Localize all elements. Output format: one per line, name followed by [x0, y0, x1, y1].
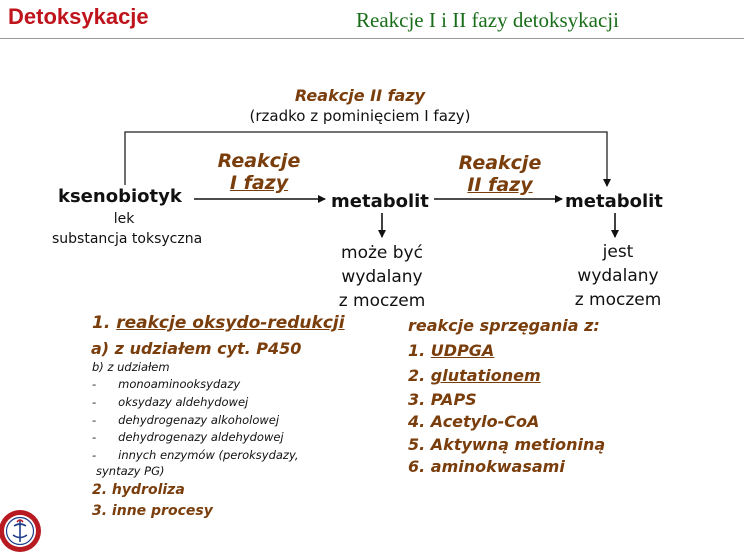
xenobiotic-sub-drug: lek — [113, 211, 135, 227]
phase2-top-label: Reakcje II fazy — [294, 86, 426, 105]
phase1-list-a: a) z udziałem cyt. P450 — [91, 339, 302, 358]
list-item: 5. Aktywną metioniną — [408, 435, 606, 454]
outcome-2: jest wydalany z moczem — [574, 242, 662, 310]
list-item: 2. glutationem — [408, 366, 541, 385]
phase1-label: Reakcje I fazy — [217, 150, 301, 194]
page-title: Detoksykacje — [8, 4, 149, 29]
list-item-continuation: syntazy PG) — [96, 464, 165, 478]
outcome-1: może być wydalany z moczem — [338, 243, 426, 311]
list-item: -monoaminooksydazy — [92, 377, 241, 391]
list-item: 1. UDPGA — [408, 341, 495, 360]
list-item: -oksydazy aldehydowej — [92, 395, 249, 409]
xenobiotic-node: ksenobiotyk — [58, 186, 182, 207]
metabolite-node-1: metabolit — [331, 191, 429, 212]
list-item: -dehydrogenazy aldehydowej — [92, 430, 284, 444]
list-item: 4. Acetylo-CoA — [408, 412, 540, 431]
phase1-list-heading: 1. reakcje oksydo-redukcji — [92, 313, 345, 333]
list-item: -dehydrogenazy alkoholowej — [92, 413, 280, 427]
phase2-list-title: reakcje sprzęgania z: — [408, 316, 600, 335]
list-item: -innych enzymów (peroksydazy, — [92, 448, 299, 462]
phase1-list-b: b) z udziałem — [92, 360, 170, 374]
phase2-label: Reakcje II fazy — [458, 152, 542, 196]
metabolite-node-2: metabolit — [565, 191, 663, 212]
bypass-arrow — [124, 131, 611, 187]
list-item: 6. aminokwasami — [408, 457, 565, 476]
university-seal-icon — [0, 510, 41, 552]
header-divider — [0, 38, 744, 39]
phase2-top-sublabel: (rzadko z pominięciem I fazy) — [249, 107, 471, 125]
phase1-list-item-2: 2. hydroliza — [92, 482, 185, 498]
xenobiotic-sub-toxic: substancja toksyczna — [52, 231, 203, 247]
phase1-list-item-3: 3. inne procesy — [92, 503, 213, 519]
list-item: 3. PAPS — [408, 390, 477, 409]
slide-subtitle: Reakcje I i II fazy detoksykacji — [356, 8, 619, 32]
